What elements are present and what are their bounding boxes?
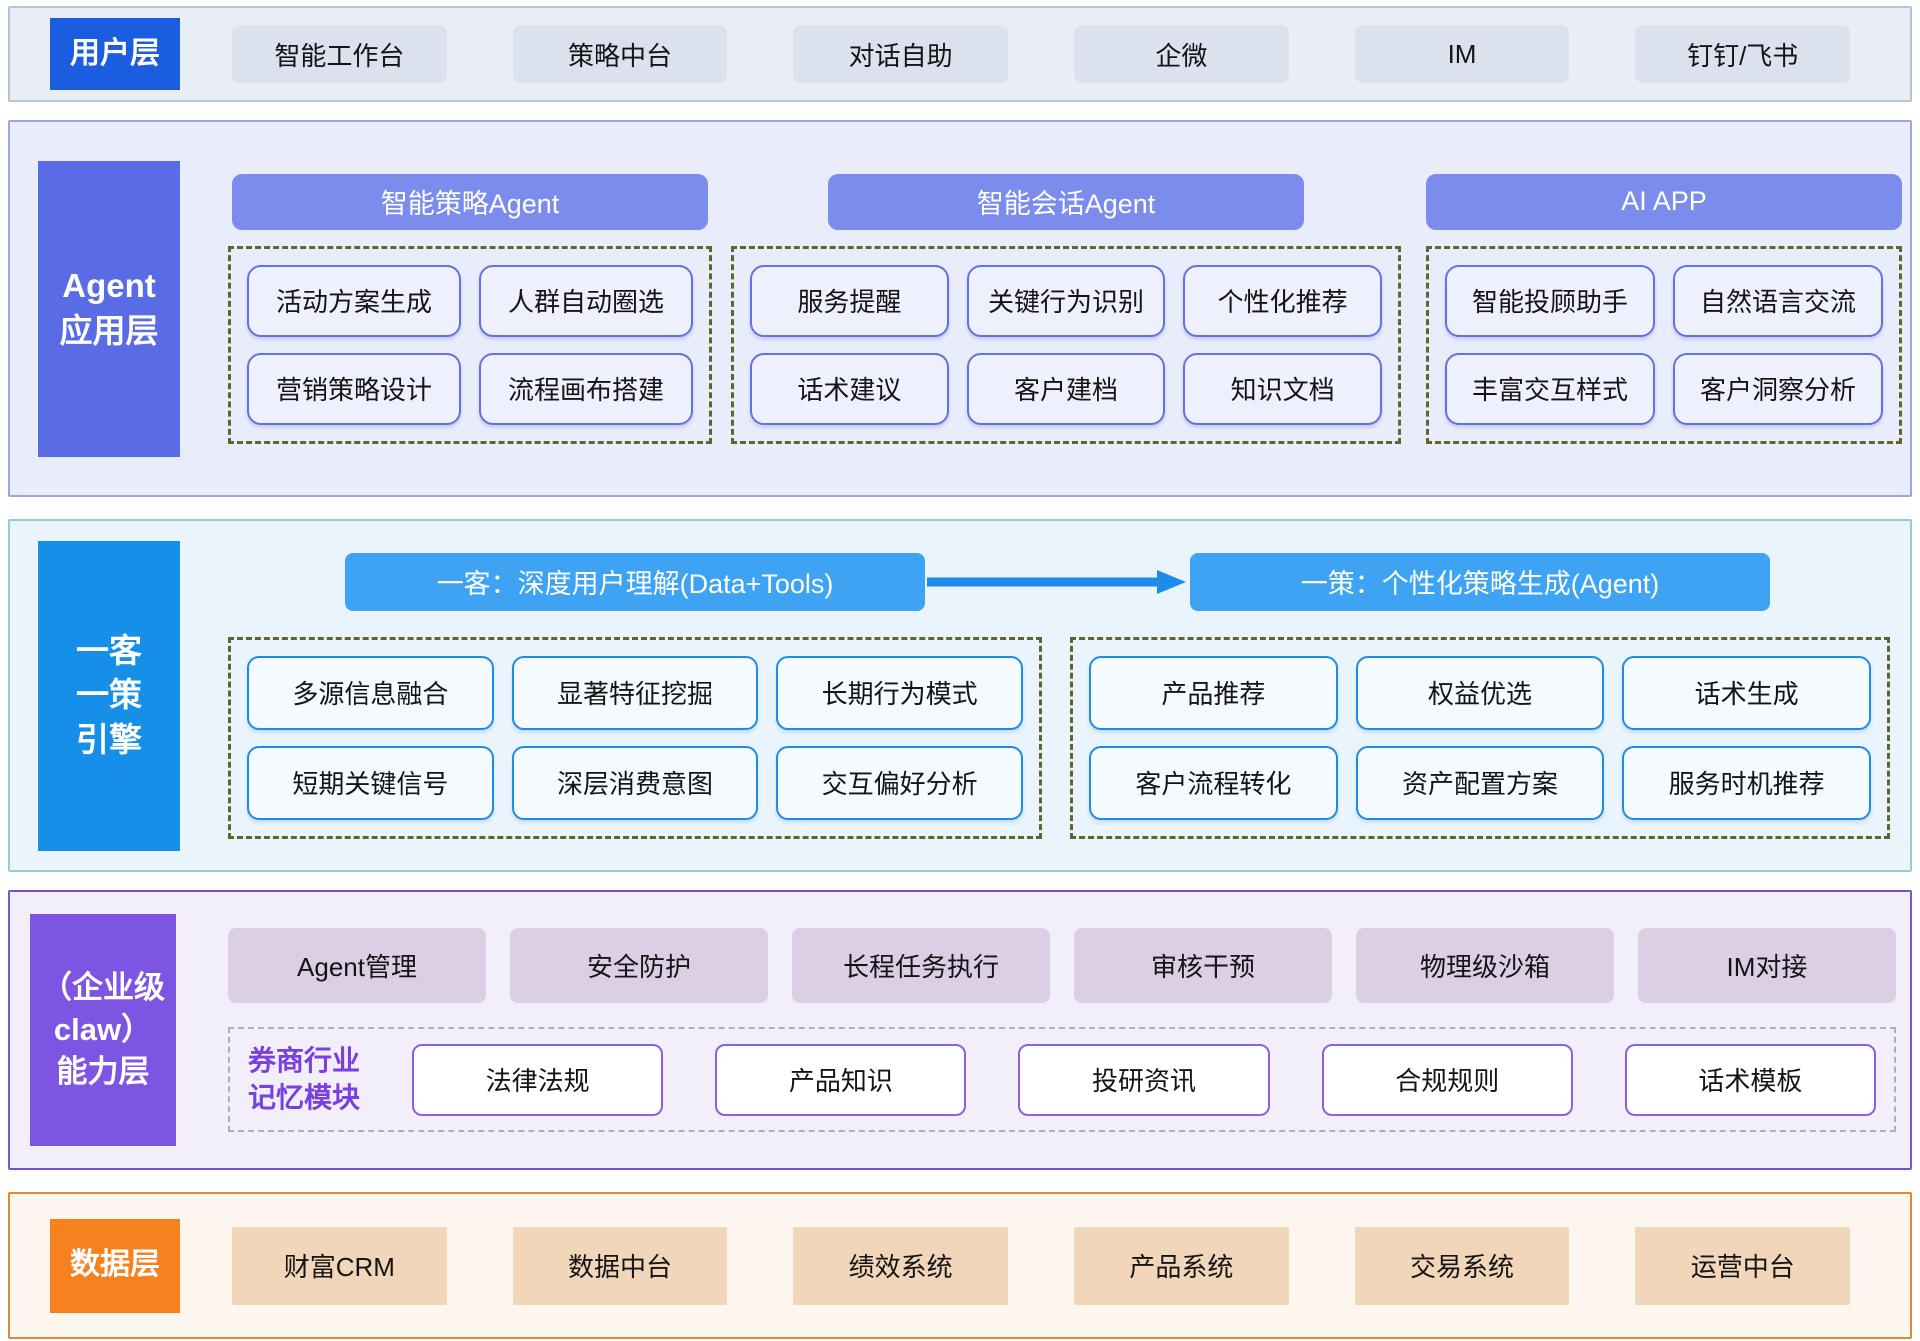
- agent-group-aiapp-header: AI APP: [1426, 173, 1902, 230]
- user-layer-label: 用户层: [50, 18, 180, 90]
- engine-header-right-cell: 一策：个性化策略生成(Agent): [1070, 552, 1890, 611]
- agent-layer-label-line1: Agent: [62, 266, 156, 304]
- data-system-chip: 产品系统: [1074, 1226, 1289, 1305]
- capability-layer-label-line1: （企业级: [41, 970, 165, 1006]
- agent-capability-chip: 丰富交互样式: [1445, 352, 1655, 425]
- layer-data: 数据层 财富CRM 数据中台绩效系统产品系统交易系统运营中台: [8, 1192, 1912, 1339]
- agent-layer-label: Agent 应用层: [38, 160, 180, 457]
- data-system-list: 财富CRM 数据中台绩效系统产品系统交易系统运营中台: [232, 1226, 1851, 1305]
- engine-understanding-chips: 多源信息融合显著特征挖掘长期行为模式短期关键信号深层消费意图交互偏好分析: [228, 636, 1042, 839]
- engine-header-left: 一客：深度用户理解(Data+Tools): [345, 552, 925, 611]
- memory-module-label-line1: 券商行业: [248, 1045, 361, 1077]
- capability-layer-label-line2: claw）: [53, 1012, 153, 1048]
- agent-layer-label-line2: 应用层: [59, 311, 159, 349]
- agent-capability-chip: 营销策略设计: [247, 352, 461, 425]
- agent-group-aiapp: AI APP 智能投顾助手自然语言交流丰富交互样式客户洞察分析: [1426, 173, 1902, 444]
- engine-feature-chip: 深层消费意图: [511, 745, 759, 820]
- memory-knowledge-chip: 法律法规: [412, 1043, 664, 1116]
- data-system-chip: 运营中台: [1635, 1226, 1851, 1305]
- agent-group-strategy: 智能策略Agent 活动方案生成人群自动圈选营销策略设计流程画布搭建: [228, 173, 712, 444]
- agent-group-conversation-chips: 服务提醒关键行为识别个性化推荐话术建议客户建档知识文档: [731, 245, 1401, 444]
- agent-capability-chip: 自然语言交流: [1673, 264, 1883, 337]
- user-channel-chip: 策略中台: [512, 25, 728, 83]
- engine-layer-label-line2: 一策: [76, 676, 142, 714]
- agent-capability-chip: 活动方案生成: [247, 264, 461, 337]
- engine-feature-chip: 多源信息融合: [247, 655, 494, 730]
- data-layer-label-text: 数据层: [70, 1248, 160, 1282]
- engine-feature-chip: 服务时机推荐: [1622, 745, 1871, 820]
- layer-capability: （企业级 claw） 能力层 Agent管理安全防护长程任务执行审核干预物理级沙…: [8, 890, 1912, 1170]
- agent-capability-chip: 客户建档: [966, 352, 1166, 425]
- user-channel-chip: 钉钉/飞书: [1635, 25, 1851, 83]
- memory-knowledge-chip: 合规规则: [1321, 1043, 1573, 1116]
- engine-layer-label: 一客 一策 引擎: [38, 540, 180, 851]
- agent-capability-chip: 流程画布搭建: [479, 352, 693, 425]
- data-system-chip: 绩效系统: [793, 1226, 1009, 1305]
- memory-module-label-line2: 记忆模块: [248, 1081, 361, 1113]
- capability-layer-label-line3: 能力层: [56, 1053, 150, 1089]
- layer-user: 用户层 智能工作台 策略中台 对话自助 企微 IM 钉钉/飞书: [8, 6, 1912, 102]
- memory-knowledge-chip: 投研资讯: [1018, 1043, 1270, 1116]
- user-channel-chip: IM: [1354, 25, 1570, 83]
- agent-group-conversation: 智能会话Agent 服务提醒关键行为识别个性化推荐话术建议客户建档知识文档: [731, 173, 1401, 444]
- engine-feature-chip: 长期行为模式: [776, 655, 1023, 730]
- data-system-chip: 数据中台: [512, 1226, 728, 1305]
- agent-group-strategy-chips: 活动方案生成人群自动圈选营销策略设计流程画布搭建: [228, 245, 712, 444]
- engine-content: 一客：深度用户理解(Data+Tools) 一策：个性化策略生成(Agent) …: [228, 552, 1902, 839]
- user-channel-chip: 智能工作台: [232, 25, 447, 83]
- memory-knowledge-list: 法律法规产品知识投研资讯合规规则话术模板: [412, 1043, 1877, 1116]
- capability-content: Agent管理安全防护长程任务执行审核干预物理级沙箱 IM对接 券商行业 记忆模块…: [228, 928, 1896, 1132]
- user-layer-label-text: 用户层: [70, 36, 160, 70]
- engine-feature-chip: 产品推荐: [1089, 655, 1338, 730]
- user-channel-list: 智能工作台 策略中台 对话自助 企微 IM 钉钉/飞书: [232, 25, 1851, 83]
- flow-arrow-icon: [927, 569, 1186, 594]
- engine-header-row: 一客：深度用户理解(Data+Tools) 一策：个性化策略生成(Agent): [228, 552, 1902, 611]
- engine-strategy-chips: 产品推荐权益优选话术生成客户流程转化资产配置方案服务时机推荐: [1070, 636, 1890, 839]
- memory-knowledge-chip: 话术模板: [1624, 1043, 1877, 1116]
- agent-capability-chip: 人群自动圈选: [479, 264, 693, 337]
- capability-pill: 安全防护: [510, 928, 768, 1004]
- capability-pill: 长程任务执行: [792, 928, 1050, 1004]
- data-system-chip: 财富CRM: [232, 1226, 447, 1305]
- capability-pill: IM对接: [1638, 928, 1896, 1004]
- data-layer-label: 数据层: [50, 1218, 180, 1313]
- capability-pill: Agent管理: [228, 928, 486, 1004]
- layer-agent: Agent 应用层 智能策略Agent 活动方案生成人群自动圈选营销策略设计流程…: [8, 120, 1912, 497]
- agent-capability-chip: 服务提醒: [750, 264, 949, 337]
- engine-feature-chip: 话术生成: [1622, 655, 1871, 730]
- engine-feature-chip: 短期关键信号: [247, 745, 494, 820]
- engine-header-left-cell: 一客：深度用户理解(Data+Tools): [228, 552, 1042, 611]
- engine-feature-chip: 资产配置方案: [1355, 745, 1605, 820]
- engine-feature-chip: 交互偏好分析: [776, 745, 1023, 820]
- agent-capability-chip: 客户洞察分析: [1673, 352, 1883, 425]
- memory-module-box: 券商行业 记忆模块 法律法规产品知识投研资讯合规规则话术模板: [228, 1027, 1896, 1132]
- engine-layer-label-line1: 一客: [76, 631, 142, 669]
- engine-feature-chip: 权益优选: [1355, 655, 1605, 730]
- agent-capability-chip: 关键行为识别: [966, 264, 1166, 337]
- user-channel-chip: 对话自助: [793, 25, 1009, 83]
- engine-groups: 多源信息融合显著特征挖掘长期行为模式短期关键信号深层消费意图交互偏好分析 产品推…: [228, 636, 1902, 839]
- engine-feature-chip: 显著特征挖掘: [511, 655, 759, 730]
- agent-capability-chip: 个性化推荐: [1183, 264, 1382, 337]
- user-channel-chip: 企微: [1074, 25, 1289, 83]
- memory-module-label: 券商行业 记忆模块: [248, 1043, 360, 1116]
- agent-group-strategy-header: 智能策略Agent: [232, 173, 708, 230]
- memory-knowledge-chip: 产品知识: [715, 1043, 967, 1116]
- capability-layer-label: （企业级 claw） 能力层: [30, 914, 176, 1146]
- capability-pill: 审核干预: [1074, 928, 1332, 1004]
- layer-engine: 一客 一策 引擎 一客：深度用户理解(Data+Tools) 一策：个性化策略生…: [8, 519, 1912, 872]
- agent-capability-chip: 智能投顾助手: [1445, 264, 1655, 337]
- capability-pill: 物理级沙箱: [1356, 928, 1614, 1004]
- engine-header-right: 一策：个性化策略生成(Agent): [1190, 552, 1770, 611]
- agent-group-conversation-header: 智能会话Agent: [828, 173, 1304, 230]
- agent-capability-chip: 知识文档: [1183, 352, 1382, 425]
- engine-layer-label-line3: 引擎: [76, 720, 142, 758]
- engine-feature-chip: 客户流程转化: [1089, 745, 1338, 820]
- capability-pill-row: Agent管理安全防护长程任务执行审核干预物理级沙箱 IM对接: [228, 928, 1896, 1004]
- agent-group-aiapp-chips: 智能投顾助手自然语言交流丰富交互样式客户洞察分析: [1426, 245, 1902, 444]
- agent-capability-chip: 话术建议: [750, 352, 949, 425]
- agent-groups: 智能策略Agent 活动方案生成人群自动圈选营销策略设计流程画布搭建 智能会话A…: [228, 173, 1902, 444]
- data-system-chip: 交易系统: [1354, 1226, 1570, 1305]
